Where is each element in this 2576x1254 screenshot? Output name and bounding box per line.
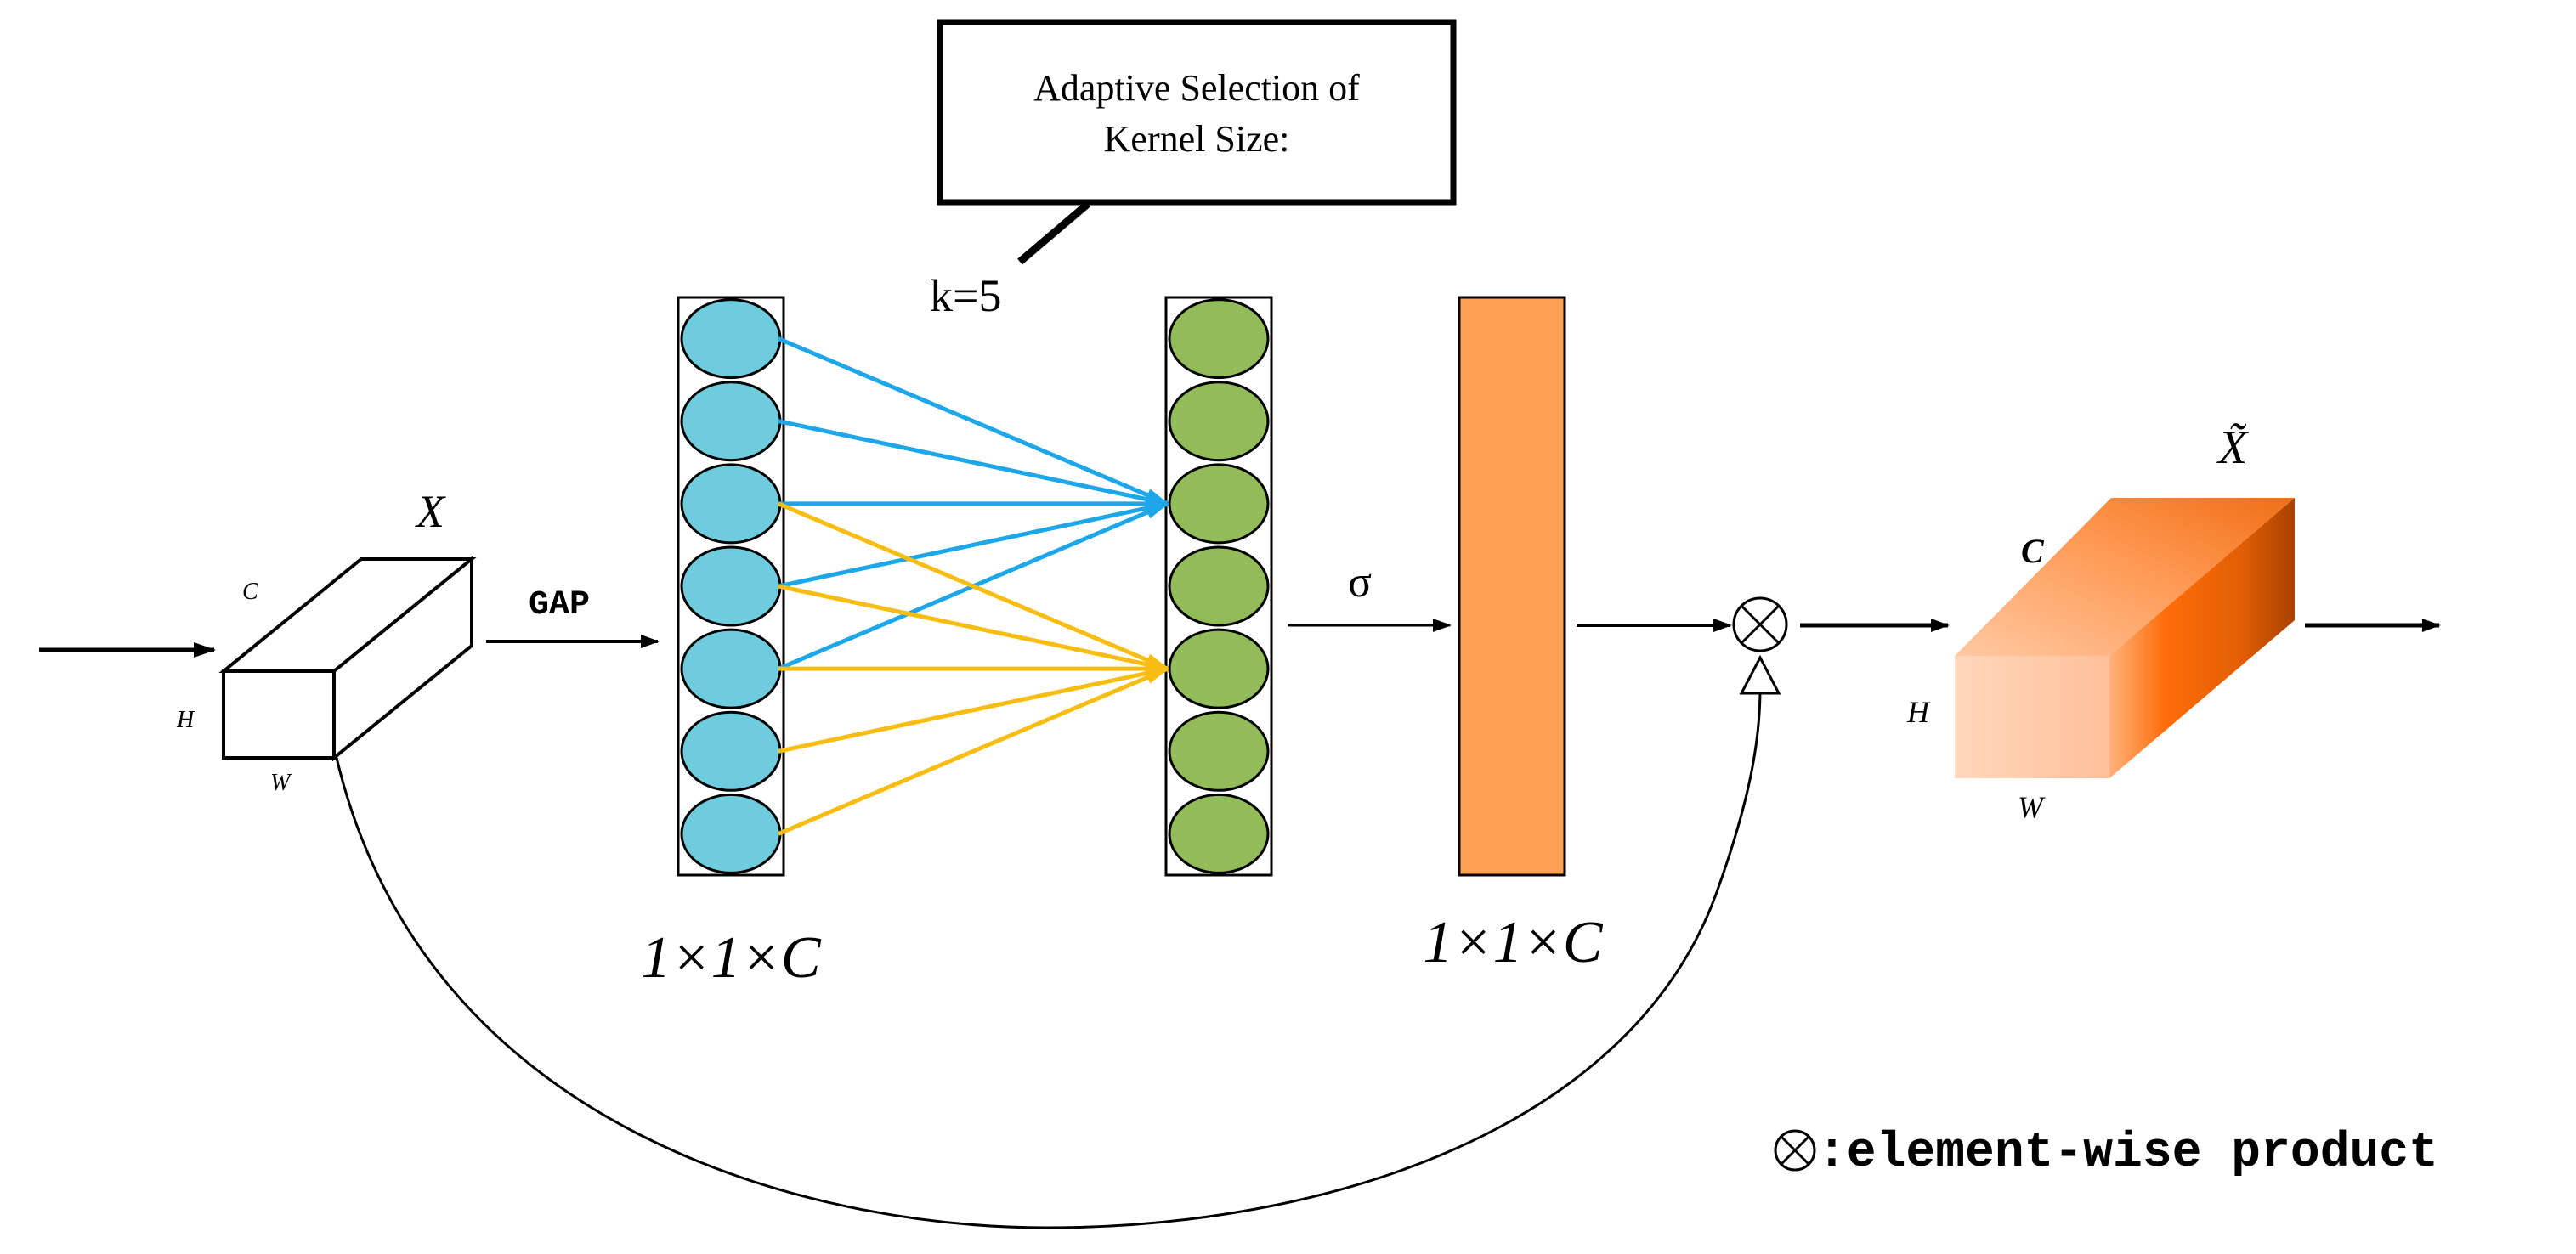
kernel-connections: [778, 336, 1169, 836]
pooled-node-column: [677, 296, 785, 877]
product-operator-icon: [1732, 596, 1788, 652]
conv-column-frame: [1164, 296, 1273, 877]
pooled-node-2: [680, 381, 782, 462]
legend: :element-wise product: [1774, 1126, 2438, 1181]
conv-node-6: [1168, 710, 1270, 792]
output-block-front: [1955, 656, 2109, 778]
conv-node-2: [1168, 381, 1270, 462]
conv-node-3: [1168, 463, 1270, 545]
sigma-weight-bar: [1458, 296, 1566, 877]
output-dim-c: C: [2021, 532, 2045, 570]
conv-node-7: [1168, 793, 1270, 874]
callout-line-1: Adaptive Selection of: [1033, 67, 1360, 109]
kernel-link-blue-2: [778, 419, 1169, 506]
kernel-link-yellow-9: [778, 666, 1169, 754]
output-block-top: [1955, 498, 2295, 656]
pooled-node-6: [680, 710, 782, 792]
callout-pointer: [1017, 201, 1090, 265]
skip-connection-arrowhead: [1739, 654, 1781, 695]
kernel-link-yellow-6: [778, 501, 1169, 671]
pooled-dim-label: 1×1×C: [641, 925, 821, 991]
output-dim-w: W: [2018, 790, 2046, 824]
kernel-link-yellow-7: [778, 584, 1169, 671]
pooled-node-4: [680, 545, 782, 627]
output-dim-h: H: [1906, 695, 1931, 729]
output-block-side: [2109, 498, 2295, 778]
k-value-label: k=5: [930, 270, 1001, 321]
callout-box: [937, 19, 1457, 206]
pooled-node-7: [680, 793, 782, 874]
input-block-front: [222, 669, 336, 760]
kernel-link-yellow-10: [778, 666, 1169, 836]
skip-connection-curve: [335, 687, 1762, 1229]
output-feature-block: X̃ C H W: [1906, 421, 2295, 824]
kernel-link-blue-4: [778, 501, 1169, 589]
conv-node-4: [1168, 545, 1270, 627]
callout-line-2: Kernel Size:: [1104, 118, 1290, 160]
legend-text: :element-wise product: [1817, 1126, 2438, 1181]
kernel-size-callout: Adaptive Selection of Kernel Size: k=5: [930, 19, 1457, 321]
pooled-node-1: [680, 298, 782, 380]
gap-label: GAP: [529, 586, 590, 624]
pooled-node-5: [680, 628, 782, 709]
input-label-x: X: [415, 486, 446, 537]
conv-node-column: [1164, 296, 1273, 877]
sigma-label: σ: [1348, 558, 1372, 607]
conv-node-1: [1168, 298, 1270, 380]
output-label-x: X̃: [2216, 421, 2250, 474]
sigma-dim-label: 1×1×C: [1423, 910, 1603, 975]
kernel-link-blue-1: [778, 336, 1169, 506]
input-dim-h: H: [176, 707, 195, 733]
pooled-node-3: [680, 463, 782, 545]
input-dim-c: C: [242, 579, 258, 605]
conv-node-5: [1168, 628, 1270, 709]
input-dim-w: W: [270, 770, 292, 796]
input-feature-block: X C H W: [176, 486, 477, 796]
legend-product-icon: [1774, 1129, 1816, 1172]
